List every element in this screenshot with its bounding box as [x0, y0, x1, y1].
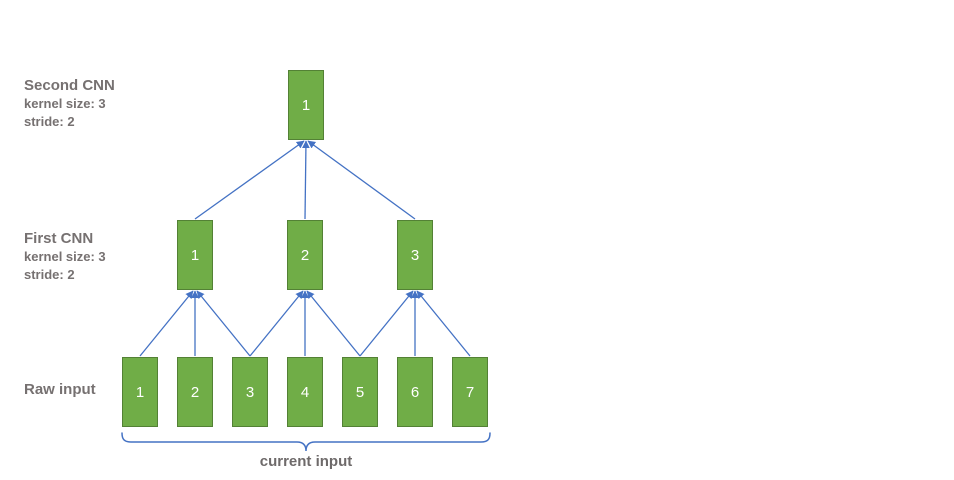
second-cnn-stride: stride: 2 [24, 114, 75, 129]
first-cnn-kernel-size: kernel size: 3 [24, 249, 106, 264]
raw-input-box-2: 2 [177, 357, 213, 427]
first-cnn-box-2: 2 [287, 220, 323, 290]
raw-input-box-5: 5 [342, 357, 378, 427]
arrows-first-to-second [194, 140, 416, 220]
raw-input-box-4: 4 [287, 357, 323, 427]
raw-input-title: Raw input [24, 381, 96, 398]
second-cnn-box-1: 1 [288, 70, 324, 140]
current-input-brace [121, 432, 491, 452]
second-cnn-label: Second CNN kernel size: 3 stride: 2 [24, 76, 115, 131]
current-input-label: current input [259, 453, 353, 470]
raw-input-box-1: 1 [122, 357, 158, 427]
raw-input-box-6: 6 [397, 357, 433, 427]
second-cnn-kernel-size: kernel size: 3 [24, 96, 106, 111]
arrows-raw-to-first [139, 290, 471, 357]
raw-input-label: Raw input [24, 380, 96, 399]
first-cnn-box-3: 3 [397, 220, 433, 290]
first-cnn-stride: stride: 2 [24, 267, 75, 282]
first-cnn-title: First CNN [24, 230, 94, 247]
first-cnn-label: First CNN kernel size: 3 stride: 2 [24, 229, 106, 284]
raw-input-box-3: 3 [232, 357, 268, 427]
second-cnn-title: Second CNN [24, 77, 115, 94]
first-cnn-box-1: 1 [177, 220, 213, 290]
raw-input-box-7: 7 [452, 357, 488, 427]
